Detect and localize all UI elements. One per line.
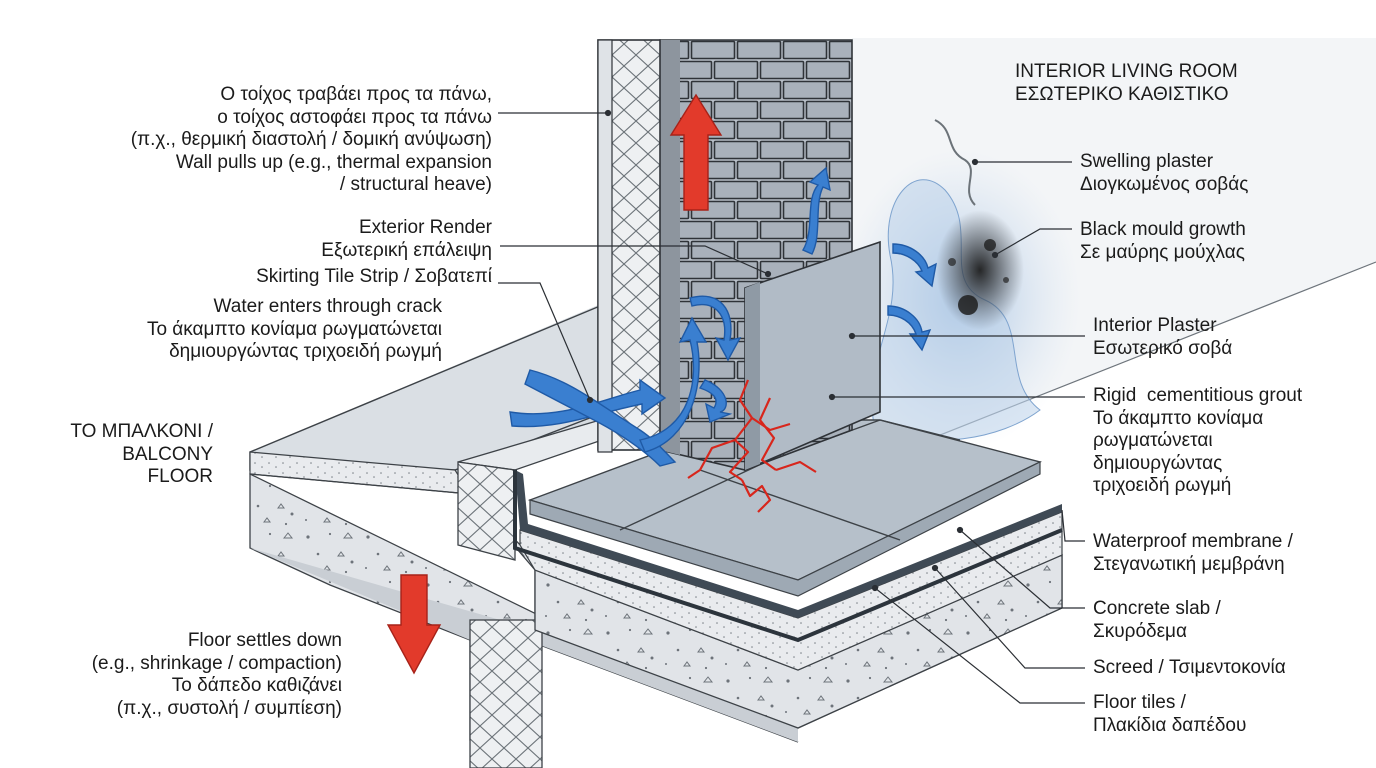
callout-line: ο τοίχος αστοφάει προς τα πάνω xyxy=(217,106,492,128)
skirting-tile-edge xyxy=(745,282,760,470)
callout-line: Exterior Render xyxy=(358,217,492,238)
callout-line: Πλακίδια δαπέδου xyxy=(1093,714,1247,736)
callout-line: Εξωτερική επάλειψη xyxy=(321,239,492,261)
callout-line: / structural heave) xyxy=(339,174,492,195)
callout-line: δημιουργώντας xyxy=(1093,452,1223,474)
callout-line: Wall pulls up (e.g., thermal expansion xyxy=(175,151,492,173)
balcony-label-line: BALCONY xyxy=(122,443,213,465)
kerb-front xyxy=(457,461,516,561)
leader-lines xyxy=(498,109,1085,704)
balcony-label-line: ΤΟ ΜΠΑΛΚΟΝΙ / xyxy=(70,421,213,442)
callout-swelling-plaster: Swelling plaster Διογκωμένος σοβάς xyxy=(1080,151,1248,196)
callout-line: τριχοειδή ρωγμή xyxy=(1093,475,1232,496)
callout-concrete-slab: Concrete slab / Σκυρόδεμα xyxy=(1093,598,1221,643)
lower-wall-insulation xyxy=(469,619,543,768)
callout-interior-plaster: Interior Plaster Εσωτερικό σοβά xyxy=(1093,315,1232,360)
callout-line: δημιουργώντας τριχοειδή ρωγμή xyxy=(169,341,442,362)
callout-skirting-tile: Skirting Tile Strip / Σοβατεπί xyxy=(256,266,492,289)
red-block-arrow xyxy=(669,93,723,211)
callout-screed: Screed / Τσιμεντοκονία xyxy=(1093,657,1286,680)
blue-curved-arrow xyxy=(509,166,937,467)
callout-line: Σε μαύρης μούχλας xyxy=(1080,241,1245,263)
callout-line: Στεγανωτική μεμβράνη xyxy=(1093,553,1285,575)
callout-line: (π.χ., συστολή / συμπίεση) xyxy=(116,697,342,719)
callout-line: Το δάπεδο καθιζάνει xyxy=(171,675,342,696)
callout-line: Floor settles down xyxy=(187,630,342,651)
room-label: INTERIOR LIVING ROOM ΕΣΩΤΕΡΙΚΟ ΚΑΘΙΣΤΙΚΟ xyxy=(1015,61,1238,106)
callout-line: Screed / Τσιμεντοκονία xyxy=(1093,657,1286,678)
callout-wall-pulls-up: Ο τοίχος τραβάει προς τα πάνω, ο τοίχος … xyxy=(131,84,492,197)
callout-black-mould: Black mould growth Σε μαύρης μούχλας xyxy=(1080,219,1246,264)
swelling-plaster-crack xyxy=(934,119,976,206)
callout-line: Swelling plaster xyxy=(1080,151,1214,172)
brick-wall-side xyxy=(660,40,680,455)
red-crack-lines xyxy=(687,379,817,513)
callout-line: Concrete slab / xyxy=(1093,598,1221,619)
callout-line: Floor tiles / xyxy=(1093,692,1186,713)
callout-line: Ο τοίχος τραβάει προς τα πάνω, xyxy=(220,84,492,105)
callout-exterior-render: Exterior Render Εξωτερική επάλειψη xyxy=(321,217,492,262)
tile-joint-2 xyxy=(699,469,901,541)
callout-line: Rigid cementitious grout xyxy=(1093,385,1303,406)
red-block-arrow xyxy=(386,574,442,675)
callout-line: Interior Plaster xyxy=(1093,315,1217,336)
callout-line: (e.g., shrinkage / compaction) xyxy=(91,652,342,674)
callout-line: Εσωτερικό σοβά xyxy=(1093,337,1233,359)
callout-line: Το άκαμπτο κονίαμα xyxy=(1093,407,1264,429)
callout-floor-settles: Floor settles down (e.g., shrinkage / co… xyxy=(92,630,342,720)
callout-line: Το άκαμπτο κονίαμα ρωγματώνεται xyxy=(146,318,442,340)
callout-line: Waterproof membrane / xyxy=(1093,531,1293,552)
callout-waterproof-membrane: Waterproof membrane / Στεγανωτική μεμβρά… xyxy=(1093,531,1293,576)
balcony-label-line: FLOOR xyxy=(147,466,213,487)
room-label-en: INTERIOR LIVING ROOM xyxy=(1015,61,1238,82)
callout-line: Διογκωμένος σοβάς xyxy=(1080,173,1249,195)
membrane-line xyxy=(513,470,1063,643)
callout-line: Water enters through crack xyxy=(213,296,442,317)
callout-line: Σκυρόδεμα xyxy=(1093,620,1187,642)
callout-line: ρωγματώνεται xyxy=(1093,430,1213,451)
tile-joint-3 xyxy=(879,419,961,441)
balcony-label: ΤΟ ΜΠΑΛΚΟΝΙ / BALCONY FLOOR xyxy=(40,421,213,489)
floor-tiles-front xyxy=(529,461,1041,597)
black-mould-patch xyxy=(936,210,1024,330)
callout-line: Skirting Tile Strip / Σοβατεπί xyxy=(256,266,492,287)
slab-underside xyxy=(250,548,798,742)
callout-line: (π.χ., θερμική διαστολή / δομική ανύψωση… xyxy=(130,129,492,150)
callout-rigid-grout: Rigid cementitious grout Το άκαμπτο κονί… xyxy=(1093,385,1302,498)
room-label-gr: ΕΣΩΤΕΡΙΚΟ ΚΑΘΙΣΤΙΚΟ xyxy=(1015,83,1229,105)
callout-floor-tiles: Floor tiles / Πλακίδια δαπέδου xyxy=(1093,692,1246,737)
callout-line: Black mould growth xyxy=(1080,219,1246,240)
callout-water-enters: Water enters through crack Το άκαμπτο κο… xyxy=(147,296,442,364)
